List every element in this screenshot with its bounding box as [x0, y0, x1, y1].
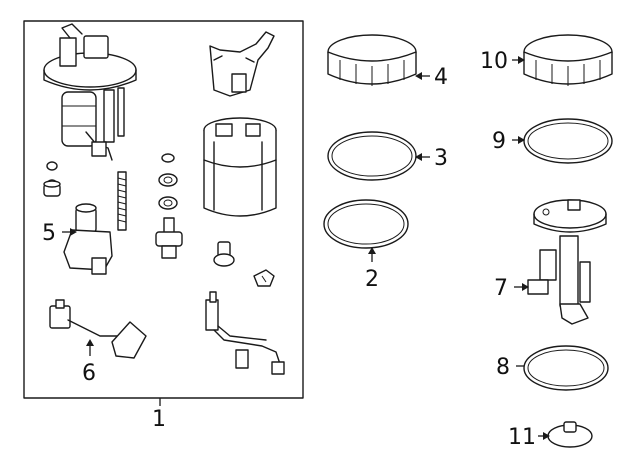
spring	[117, 171, 127, 231]
callout-11: 11	[508, 425, 536, 450]
leader-lines	[62, 56, 550, 440]
fuel-level-sender	[63, 203, 113, 275]
callout-3: 3	[434, 146, 448, 171]
assembly-frame	[23, 20, 304, 399]
seal-ring-9	[523, 118, 613, 164]
grommet	[213, 241, 235, 267]
small-clip	[253, 269, 275, 287]
callout-10: 10	[480, 49, 508, 74]
retainer-clip	[209, 31, 275, 97]
small-seals-left	[43, 161, 61, 197]
wiring-harness	[205, 291, 285, 375]
callout-1: 1	[152, 407, 166, 432]
pump-module-7	[527, 199, 607, 325]
seal-ring-8	[523, 345, 609, 391]
callout-5: 5	[42, 221, 56, 246]
callout-7: 7	[494, 276, 508, 301]
callout-6: 6	[82, 361, 96, 386]
pressure-regulator	[155, 217, 183, 259]
callout-9: 9	[492, 129, 506, 154]
cap-11	[547, 421, 593, 448]
fuel-pump-module	[43, 23, 137, 161]
small-seals-middle	[158, 153, 178, 210]
callout-8: 8	[496, 355, 510, 380]
callout-4: 4	[434, 65, 448, 90]
sensor-harness	[49, 299, 147, 359]
lock-ring-4	[327, 34, 417, 86]
lock-ring-10	[523, 34, 613, 86]
seal-ring-3	[327, 131, 417, 181]
seal-ring-2	[323, 199, 409, 249]
callout-2: 2	[365, 267, 379, 292]
filter-housing	[203, 117, 277, 217]
